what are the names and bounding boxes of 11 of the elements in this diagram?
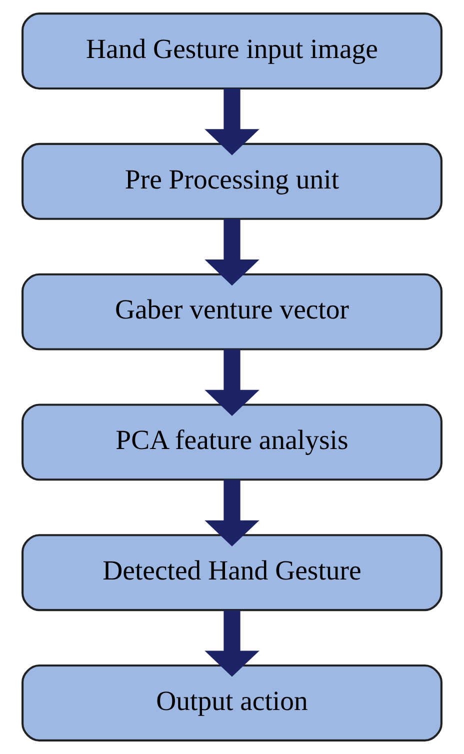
- node-box: Detected Hand Gesture: [22, 534, 442, 612]
- node-box: Gaber venture vector: [22, 273, 442, 350]
- arrow: [204, 219, 260, 286]
- arrow: [204, 480, 260, 546]
- node-box: PCA feature analysis: [22, 404, 442, 481]
- node-box: Pre Processing unit: [22, 142, 442, 220]
- arrow: [204, 349, 260, 416]
- arrow: [204, 88, 260, 156]
- node-box: Hand Gesture input image: [22, 12, 442, 90]
- node-box: Output action: [22, 664, 442, 742]
- arrow: [204, 610, 260, 677]
